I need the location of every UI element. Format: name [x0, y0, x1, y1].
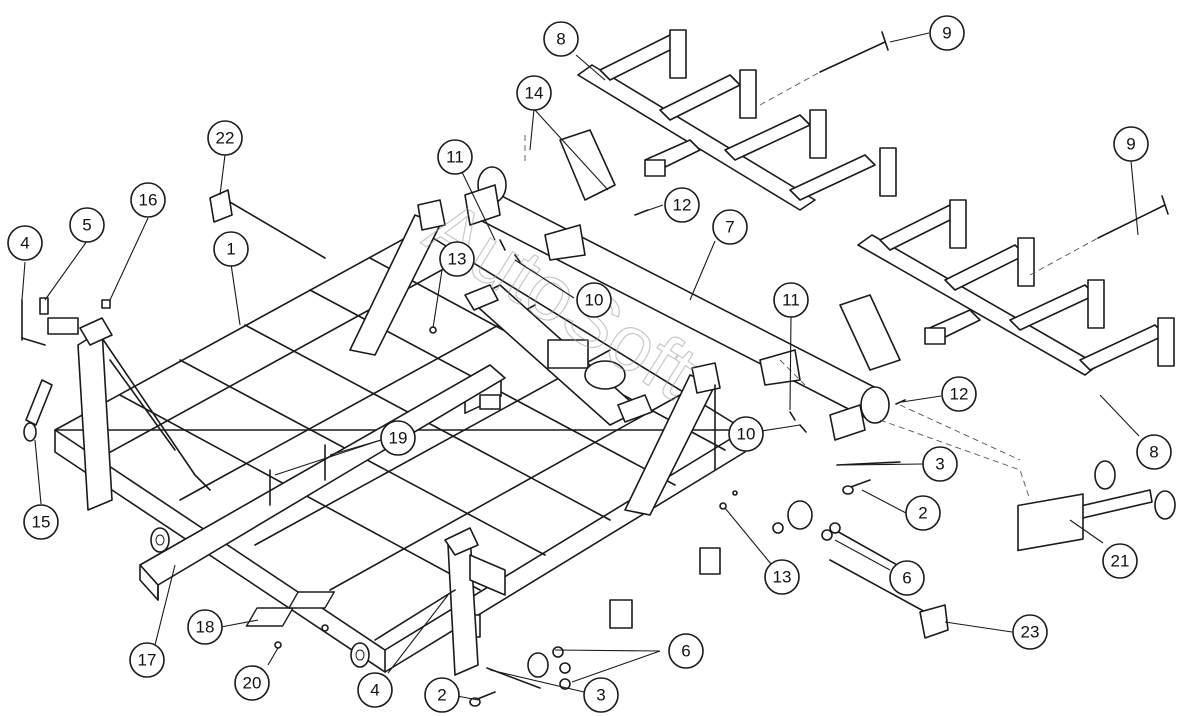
callout-17: 17: [129, 642, 165, 678]
callout-21: 21: [1102, 543, 1138, 579]
callout-13: 13: [764, 559, 800, 595]
callout-12-label: 12: [673, 196, 692, 215]
callout-4-label: 4: [370, 681, 379, 700]
callout-2: 2: [424, 677, 460, 713]
callout-6-label: 6: [902, 569, 911, 588]
rear-towers: [349, 199, 721, 516]
callout-6: 6: [889, 560, 925, 596]
callout-8-label: 8: [1149, 443, 1158, 462]
tine-bar-lower: [857, 199, 1175, 376]
rod-22: [209, 189, 326, 259]
callout-7-label: 7: [725, 218, 734, 237]
callout-13: 13: [439, 241, 475, 277]
pins: [759, 31, 1169, 276]
leader-lines: [21, 32, 1140, 701]
callout-4: 4: [357, 672, 393, 708]
callout-6: 6: [668, 633, 704, 669]
callout-5-label: 5: [82, 216, 91, 235]
callout-1-label: 1: [226, 240, 235, 259]
callout-11-label: 11: [446, 148, 464, 167]
callout-11: 11: [437, 139, 473, 175]
callout-12: 12: [664, 187, 700, 223]
callout-22: 22: [207, 120, 243, 156]
wheel-axle: [879, 419, 1176, 552]
callout-10-label: 10: [585, 291, 604, 310]
callout-6-label: 6: [681, 642, 690, 661]
tine-bar-upper: [577, 29, 897, 211]
callout-9: 9: [929, 15, 965, 51]
callout-12: 12: [941, 376, 977, 412]
callout-9-label: 9: [942, 24, 951, 43]
callout-19-label: 19: [389, 429, 408, 448]
hitch-bracket: [464, 284, 653, 426]
callout-21-label: 21: [1111, 552, 1130, 571]
rods-6-23: [829, 529, 949, 639]
callout-2-label: 2: [918, 504, 927, 523]
callout-5: 5: [69, 207, 105, 243]
diagonal-beam: [139, 364, 506, 601]
callout-14-label: 14: [525, 84, 544, 103]
callout-13-label: 13: [773, 568, 792, 587]
callout-7: 7: [712, 209, 748, 245]
callout-16-label: 16: [139, 191, 158, 210]
left-tower: [47, 317, 211, 553]
callout-16: 16: [130, 182, 166, 218]
callout-8: 8: [1136, 434, 1172, 470]
callout-23: 23: [1012, 614, 1048, 650]
callout-1: 1: [213, 231, 249, 267]
callout-10-label: 10: [737, 425, 756, 444]
callout-3-label: 3: [935, 455, 944, 474]
callout-22-label: 22: [216, 129, 235, 148]
callout-8: 8: [543, 21, 579, 57]
callout-15: 15: [23, 504, 59, 540]
callout-3-label: 3: [596, 686, 605, 705]
callout-19: 19: [380, 420, 416, 456]
callout-9: 9: [1113, 126, 1149, 162]
callout-18: 18: [187, 609, 223, 645]
callout-23-label: 23: [1021, 623, 1040, 642]
callout-8-label: 8: [556, 30, 565, 49]
callout-20: 20: [234, 665, 270, 701]
callout-2-label: 2: [437, 686, 446, 705]
callout-10: 10: [728, 416, 764, 452]
callout-15-label: 15: [32, 513, 51, 532]
callout-12-label: 12: [950, 385, 969, 404]
callouts: 1 2 2 3 3 4 4 5 6 6 7 8 8 9 9 10 10 11 1…: [7, 15, 1172, 713]
callout-18-label: 18: [196, 618, 215, 637]
callout-3: 3: [583, 677, 619, 713]
callout-14: 14: [516, 75, 552, 111]
callout-9-label: 9: [1126, 135, 1135, 154]
callout-17-label: 17: [138, 651, 157, 670]
callout-10: 10: [576, 282, 612, 318]
center-tower: [350, 527, 506, 676]
callout-4-label: 4: [20, 234, 29, 253]
callout-11-label: 11: [782, 291, 800, 310]
callout-2: 2: [905, 495, 941, 531]
callout-3: 3: [922, 446, 958, 482]
callout-4: 4: [7, 225, 43, 261]
callout-13-label: 13: [448, 250, 467, 269]
callout-11: 11: [773, 282, 809, 318]
callout-20-label: 20: [243, 674, 262, 693]
